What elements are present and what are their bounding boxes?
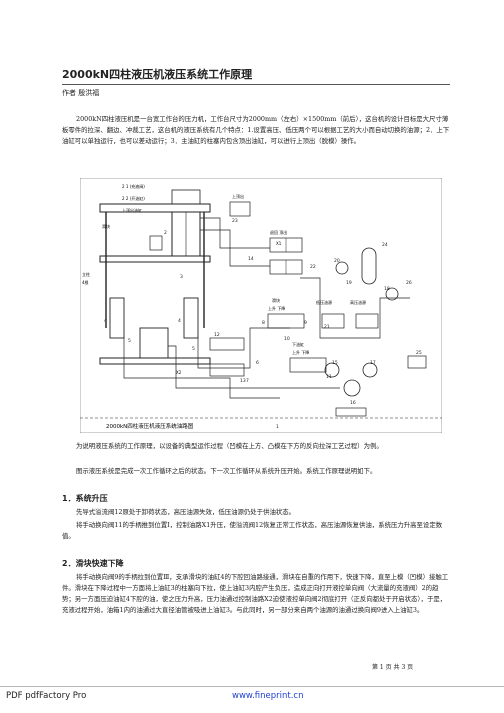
part-number: 22	[310, 264, 316, 270]
part-number: 14	[248, 256, 254, 262]
label-4pc: 4根	[82, 279, 89, 285]
label-top-cyl: 上顶出油缸	[122, 207, 142, 213]
part-number: 4	[104, 318, 107, 324]
section-1-paragraph-2: 将手动换向阀11的手柄推到位置Ⅰ，控制油路X1升压，使溢流阀12恢复正常工作状态…	[62, 521, 443, 540]
part-number: 4	[178, 318, 181, 324]
part-number: 11	[326, 374, 332, 380]
section-2-paragraph-1: 将手动换向阀9的手柄拉到位置Ⅲ，支承滑块的油缸4的下腔回油路接通，滑块在自重的作…	[62, 573, 449, 614]
label-top-cylinder: 2 1 (充液阀)	[122, 183, 145, 189]
part-number: 20	[334, 258, 340, 264]
label-x1: X1	[276, 241, 282, 246]
part-number: 23	[232, 218, 238, 224]
intro-paragraph: 2000kN四柱液压机是一台宽工作台的压力机，工作台尺寸为2000mm（左右）×…	[62, 115, 450, 145]
section-1-heading: 1．系统升压	[62, 494, 108, 503]
hydraulic-diagram: 2 1 (充液阀) 2 2 (开油缸) 上顶出油缸 滑块 立柱 4根	[80, 178, 442, 433]
pdf-factory-label: PDF pdfFactory Pro	[6, 691, 87, 701]
document-author: 作者 殷洪福	[62, 89, 100, 97]
footer-divider	[0, 686, 504, 687]
after-diagram-paragraph-1: 为说明液压系统的工作原理，以设备的典型运作过程（凹模在上方、凸模在下方的反向拉深…	[76, 442, 383, 450]
charge-valve-shape	[171, 189, 201, 205]
label-upper-oil: 2 2 (开油缸)	[122, 195, 145, 201]
label-high-pressure: 高压油源	[350, 299, 366, 305]
part-number: 26	[406, 280, 412, 286]
part-number: 15	[332, 360, 338, 366]
after-diagram-paragraph-2: 图示液压系统是完成一次工作循环之后的状态。下一次工作循环从系统升压开始。系统工作…	[76, 467, 377, 475]
label-lower-dir: 上升 下降	[292, 349, 309, 355]
part-number: 18	[384, 286, 390, 292]
part-number: 19	[346, 280, 352, 286]
part-number: 25	[416, 350, 422, 356]
label-slider-ctl: 滑块	[272, 297, 280, 303]
part-number: 9	[304, 320, 307, 326]
part-number: 16	[350, 400, 356, 406]
part-numbers: 1 2 3 4 4 5 5 6 7 8 9 10 11 12 13 14 15 …	[104, 218, 422, 430]
part-number: 17	[370, 360, 376, 366]
label-low-pressure: 低压油源	[316, 299, 332, 305]
part-number: 21	[324, 324, 330, 330]
part-number: 1	[276, 424, 279, 430]
label-pillar: 立柱	[82, 271, 90, 277]
part-number: 6	[256, 360, 259, 366]
part-number: 5	[128, 338, 131, 344]
label-up-down: 上升 下降	[268, 305, 285, 311]
section-1-paragraph-1: 先导式溢流阀12原处于卸荷状态，高压油源失效，低压油源仍处于供油状态。	[76, 508, 296, 516]
part-number: 10	[284, 336, 290, 342]
label-upper-out: 上顶出	[232, 193, 244, 199]
part-number: 12	[214, 332, 220, 338]
part-number: 2	[164, 230, 167, 236]
page-number: 第 1 页 共 3 页	[372, 664, 414, 671]
diagram-caption: 2000kN四柱液压机液压系统油路图	[106, 422, 194, 430]
section-2-heading: 2．滑块快速下降	[62, 559, 124, 568]
document-title: 2000kN四柱液压机液压系统工作原理	[62, 66, 450, 85]
part-number: 24	[382, 242, 388, 248]
part-number: 7	[246, 378, 249, 384]
label-x2: X2	[176, 370, 182, 375]
part-number: 3	[180, 274, 183, 280]
part-number: 13	[240, 378, 246, 384]
label-out-in: 退回 顶出	[270, 229, 287, 235]
label-lower-ctl: 下油缸	[292, 341, 304, 347]
fineprint-link[interactable]: www.fineprint.cn	[232, 691, 304, 701]
part-number: 5	[192, 346, 195, 352]
part-number: 8	[262, 320, 265, 326]
